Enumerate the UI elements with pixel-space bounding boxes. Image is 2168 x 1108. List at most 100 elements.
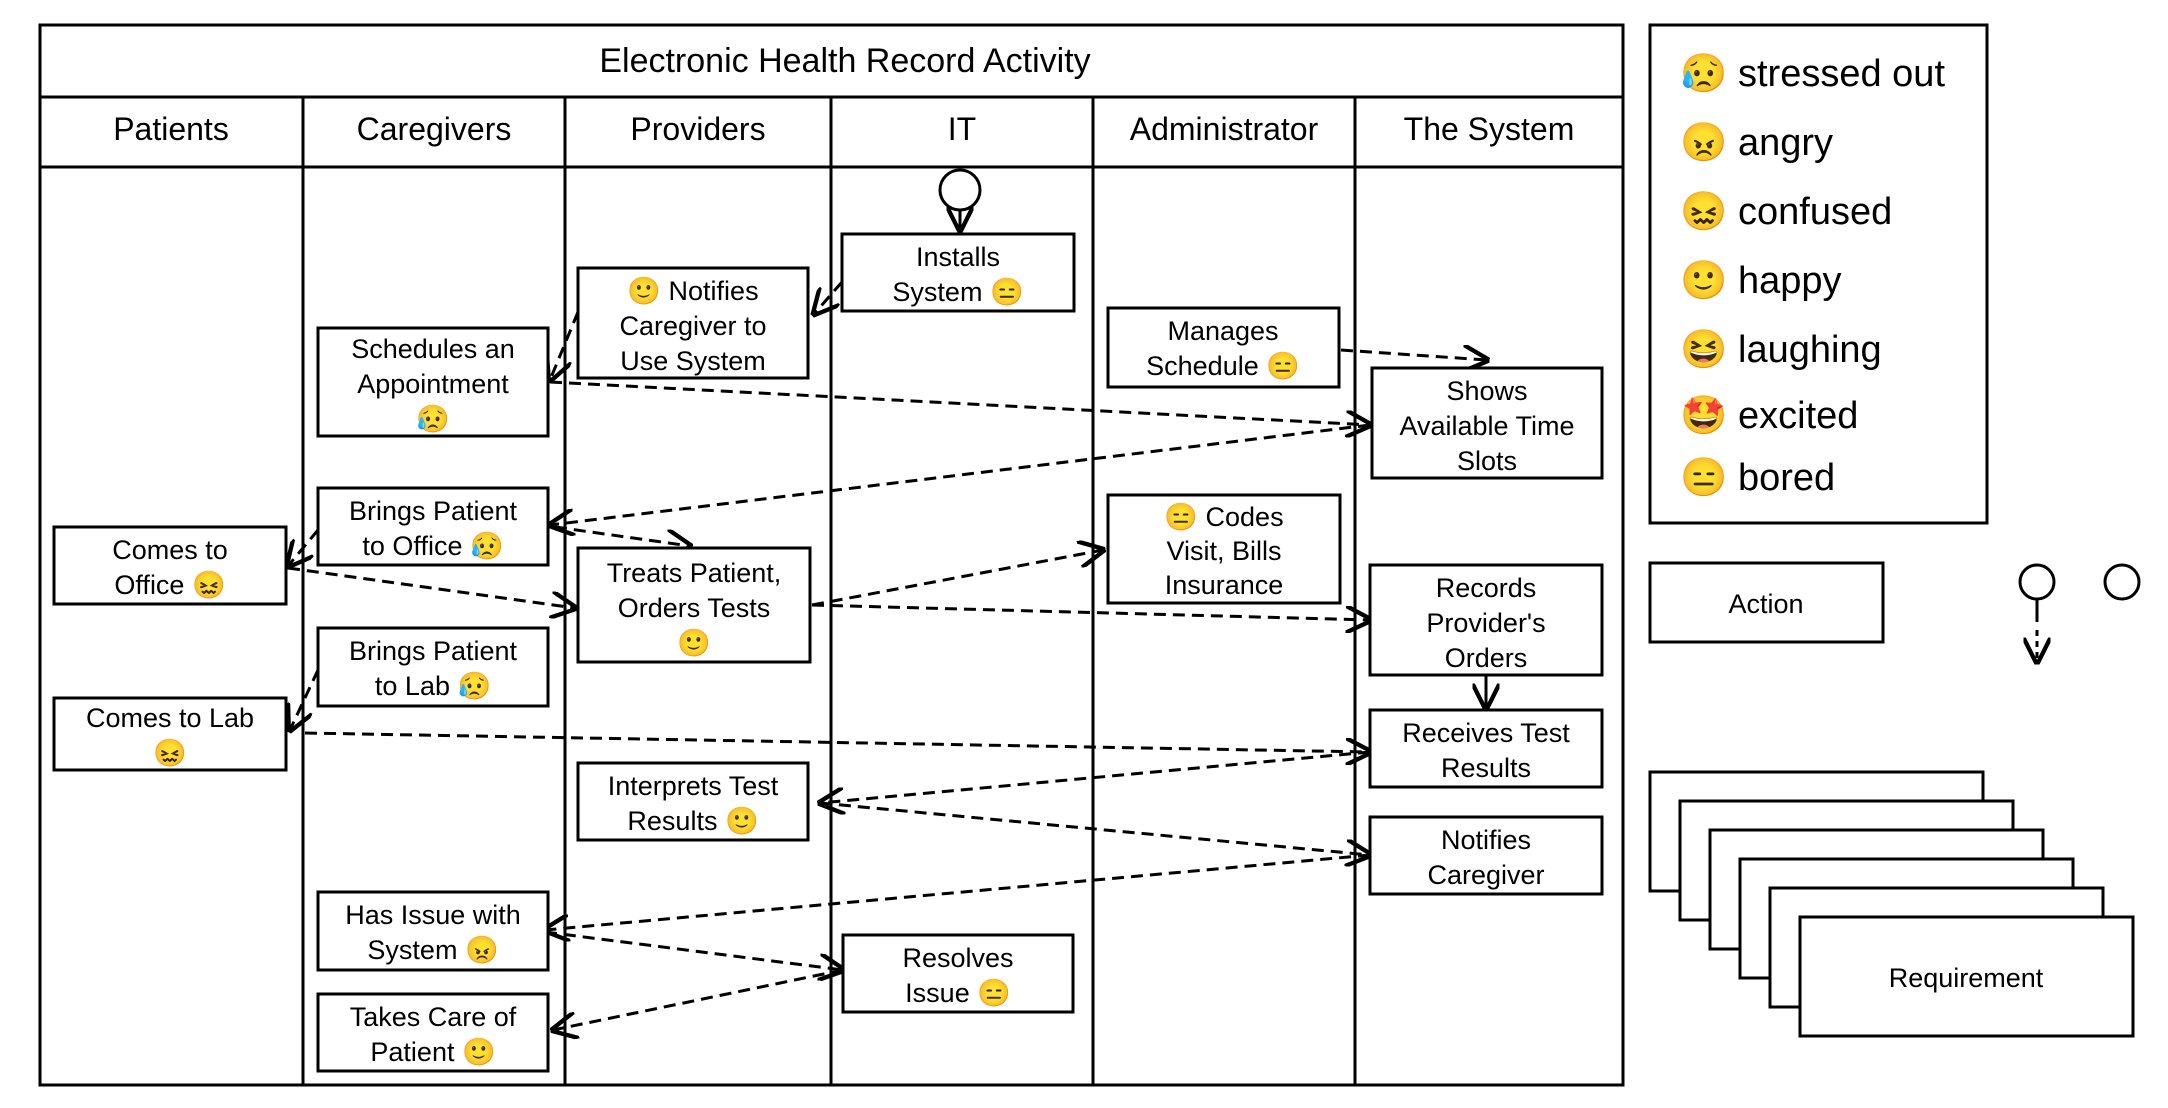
legend-excited-icon: 🤩 xyxy=(1680,394,1727,437)
arrow-installs-to-notifies xyxy=(814,281,844,314)
action-records-orders-line-3: Orders xyxy=(1445,643,1528,673)
action-resolves-issue-line-2: Issue 😑 xyxy=(905,978,1011,1008)
legend-emotions-box xyxy=(1648,23,1989,525)
action-treats-patient-line-2: Orders Tests xyxy=(618,593,771,623)
action-resolves-issue-line-1: Resolves xyxy=(902,943,1013,973)
action-receives-results xyxy=(1368,708,1604,789)
arrow-brings-office-to-treats xyxy=(554,525,690,546)
legend-angry-label: angry xyxy=(1738,122,1833,164)
action-brings-to-lab xyxy=(316,626,550,708)
arrow-treats-to-records xyxy=(811,603,1370,620)
action-labels: Installs System 😑 🙂 Notifies Caregiver t… xyxy=(86,242,1575,1067)
action-comes-to-office-line-2: Office 😖 xyxy=(114,570,225,600)
legend-laughing-label: laughing xyxy=(1738,329,1882,371)
action-takes-care-line-1: Takes Care of xyxy=(350,1002,517,1032)
action-shows-time-slots-line-1: Shows xyxy=(1446,376,1527,406)
lane-header-it: IT xyxy=(948,111,976,147)
legend-bored-icon: 😑 xyxy=(1680,456,1727,499)
action-takes-care-line-2: Patient 🙂 xyxy=(370,1037,495,1067)
arrow-treats-to-codes xyxy=(811,550,1103,607)
action-treats-patient-line-1: Treats Patient, xyxy=(607,558,782,588)
action-receives-results-line-1: Receives Test xyxy=(1402,718,1570,748)
action-takes-care xyxy=(316,992,550,1073)
action-has-issue xyxy=(316,890,550,972)
legend-angry-icon: 😠 xyxy=(1680,121,1727,164)
action-notifies-caregiver-use-line-3: Use System xyxy=(620,346,766,376)
legend-action-label: Action xyxy=(1728,589,1803,619)
action-codes-visit-line-1: 😑 Codes xyxy=(1164,502,1283,532)
action-notifies-caregiver-line-2: Caregiver xyxy=(1427,860,1544,890)
action-records-orders-line-2: Provider's xyxy=(1426,608,1545,638)
action-shows-time-slots xyxy=(1370,366,1604,480)
action-boxes xyxy=(52,232,1604,1073)
lane-header-patients: Patients xyxy=(113,111,229,147)
arrow-brings-office-to-comes-office xyxy=(288,529,320,566)
action-treats-patient-line-3: 🙂 xyxy=(677,628,711,658)
action-treats-patient xyxy=(576,546,812,664)
action-schedules-appointment-line-1: Schedules an xyxy=(351,334,515,364)
arrow-receives-to-interprets xyxy=(820,750,1371,803)
action-notifies-caregiver-line-1: Notifies xyxy=(1441,825,1531,855)
arrow-notifies-to-has-issue xyxy=(545,853,1371,930)
legend-stressed-icon: 😥 xyxy=(1680,52,1727,95)
action-notifies-caregiver-use-line-1: 🙂 Notifies xyxy=(627,276,758,306)
legend-action-box xyxy=(1648,561,1885,644)
arrow-brings-lab-to-comes-lab xyxy=(290,669,320,730)
flow-arrows xyxy=(287,281,1487,1030)
start-node xyxy=(938,168,982,230)
lane-headers: Patients Caregivers Providers IT Adminis… xyxy=(113,111,1574,147)
legend-excited-label: excited xyxy=(1738,395,1858,437)
action-installs-system xyxy=(840,232,1076,313)
action-comes-to-lab-line-1: Comes to Lab xyxy=(86,703,254,733)
action-records-orders xyxy=(1368,563,1604,677)
action-interprets-results xyxy=(576,761,810,842)
action-resolves-issue xyxy=(841,933,1075,1014)
action-notifies-caregiver xyxy=(1368,815,1604,896)
action-comes-to-lab xyxy=(52,696,288,772)
action-has-issue-line-1: Has Issue with xyxy=(345,900,521,930)
legend-requirement-box xyxy=(1798,915,2135,1038)
action-receives-results-line-2: Results xyxy=(1441,753,1531,783)
lane-header-the-system: The System xyxy=(1404,111,1575,147)
action-manages-schedule xyxy=(1106,306,1341,389)
action-brings-to-office-line-1: Brings Patient xyxy=(349,496,518,526)
arrow-comes-office-to-treats xyxy=(287,566,575,608)
action-interprets-results-line-2: Results 🙂 xyxy=(627,806,758,836)
action-brings-to-lab-line-2: to Lab 😥 xyxy=(375,671,491,701)
action-brings-to-lab-line-1: Brings Patient xyxy=(349,636,518,666)
legend-end-node-icon xyxy=(2103,563,2141,601)
arrow-resolves-to-takes-care xyxy=(553,968,844,1030)
arrow-notifies-to-schedules xyxy=(550,311,580,380)
legend-requirement-label: Requirement xyxy=(1889,963,2044,993)
action-has-issue-line-2: System 😠 xyxy=(367,935,498,965)
action-comes-to-lab-line-2: 😖 xyxy=(153,738,187,768)
lane-header-administrator: Administrator xyxy=(1130,111,1319,147)
action-installs-system-line-1: Installs xyxy=(916,242,1000,272)
action-manages-schedule-line-2: Schedule 😑 xyxy=(1146,351,1300,381)
legend-emotions: 😥 stressed out 😠 angry 😖 confused 🙂 happ… xyxy=(1680,52,1945,499)
legend-bored-label: bored xyxy=(1738,457,1835,499)
action-notifies-caregiver-use xyxy=(576,266,810,380)
arrow-schedules-to-slots xyxy=(549,380,1370,425)
action-schedules-appointment-line-2: Appointment xyxy=(357,369,509,399)
arrow-comes-lab-to-receives xyxy=(304,731,1370,752)
action-brings-to-office xyxy=(316,486,550,567)
action-shows-time-slots-line-3: Slots xyxy=(1457,446,1517,476)
action-codes-visit-line-2: Visit, Bills xyxy=(1166,536,1281,566)
action-codes-visit-line-3: Insurance xyxy=(1165,570,1284,600)
legend-happy-label: happy xyxy=(1738,260,1842,302)
action-comes-to-office-line-1: Comes to xyxy=(112,535,228,565)
lane-header-caregivers: Caregivers xyxy=(357,111,512,147)
legend-node-symbols xyxy=(2018,563,2141,662)
action-comes-to-office xyxy=(52,525,288,606)
action-shows-time-slots-line-2: Available Time xyxy=(1399,411,1574,441)
arrow-slots-to-brings-office xyxy=(550,423,1371,525)
action-brings-to-office-line-2: to Office 😥 xyxy=(362,531,503,561)
legend-requirement-stack xyxy=(1648,770,2135,1038)
legend-confused-label: confused xyxy=(1738,191,1892,233)
diagram-title: Electronic Health Record Activity xyxy=(599,42,1090,80)
action-schedules-appointment xyxy=(316,326,550,438)
arrow-manages-to-slots xyxy=(1340,350,1487,360)
